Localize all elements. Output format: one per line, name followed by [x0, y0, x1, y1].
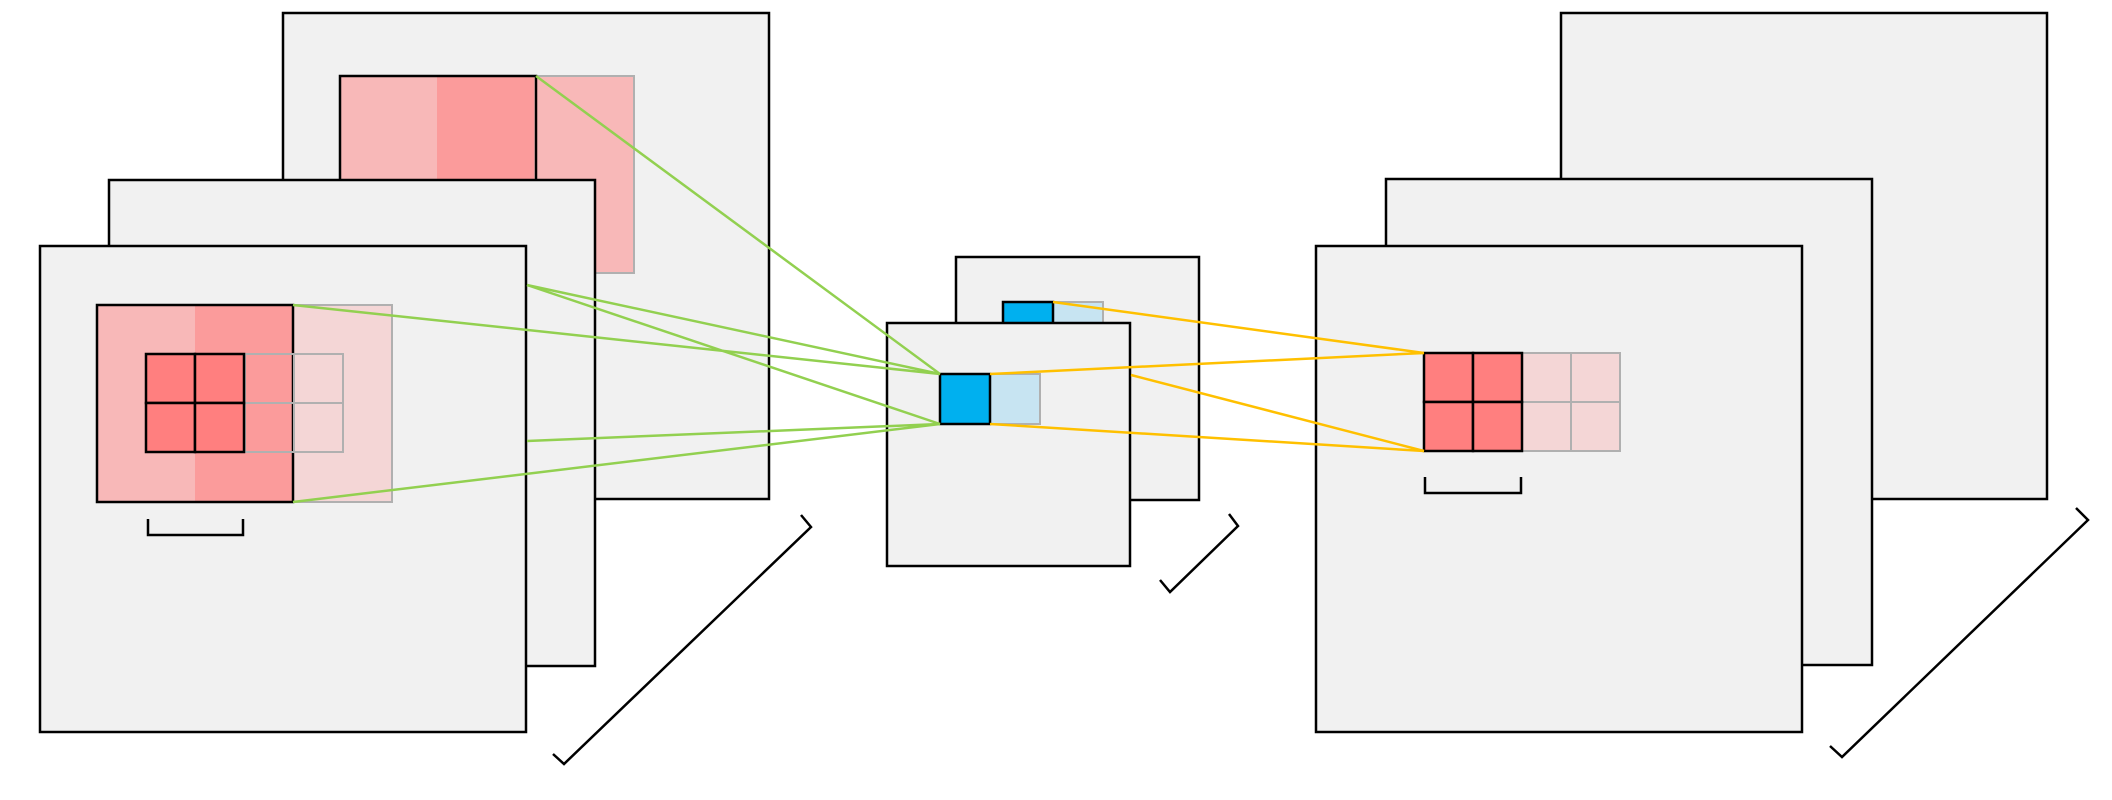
connection-line [535, 74, 941, 376]
connection-line [526, 422, 941, 443]
kernel-active [1422, 351, 1524, 453]
connections-input-to-middle [292, 74, 941, 504]
output-layer-front [1314, 244, 1804, 734]
output-kernel [1422, 351, 1621, 495]
output-stack [1314, 11, 2090, 759]
feature-cell-faded [989, 373, 1041, 425]
input-front-receptive-field [95, 303, 393, 537]
middle-depth-bracket [1159, 513, 1240, 594]
connection-line [526, 283, 941, 426]
feature-cell-active [938, 372, 992, 426]
kernel-active [144, 352, 246, 454]
input-stack [38, 11, 813, 766]
kernel-faded [1521, 352, 1621, 452]
connection-line [526, 283, 941, 376]
connection-line [1052, 300, 1425, 355]
connection-line [989, 351, 1425, 376]
connection-line [1130, 373, 1425, 453]
middle-layer-front [885, 321, 1132, 568]
connection-line [292, 422, 941, 504]
connection-line [292, 303, 941, 376]
input-depth-bracket [552, 514, 813, 766]
kernel-size-bracket [1423, 477, 1523, 495]
kernel-size-bracket [146, 519, 245, 537]
connections-middle-to-output [989, 300, 1425, 453]
middle-front-cells [938, 372, 1041, 426]
output-depth-bracket [1829, 507, 2090, 759]
middle-stack [885, 255, 1240, 594]
connection-line [989, 422, 1425, 453]
